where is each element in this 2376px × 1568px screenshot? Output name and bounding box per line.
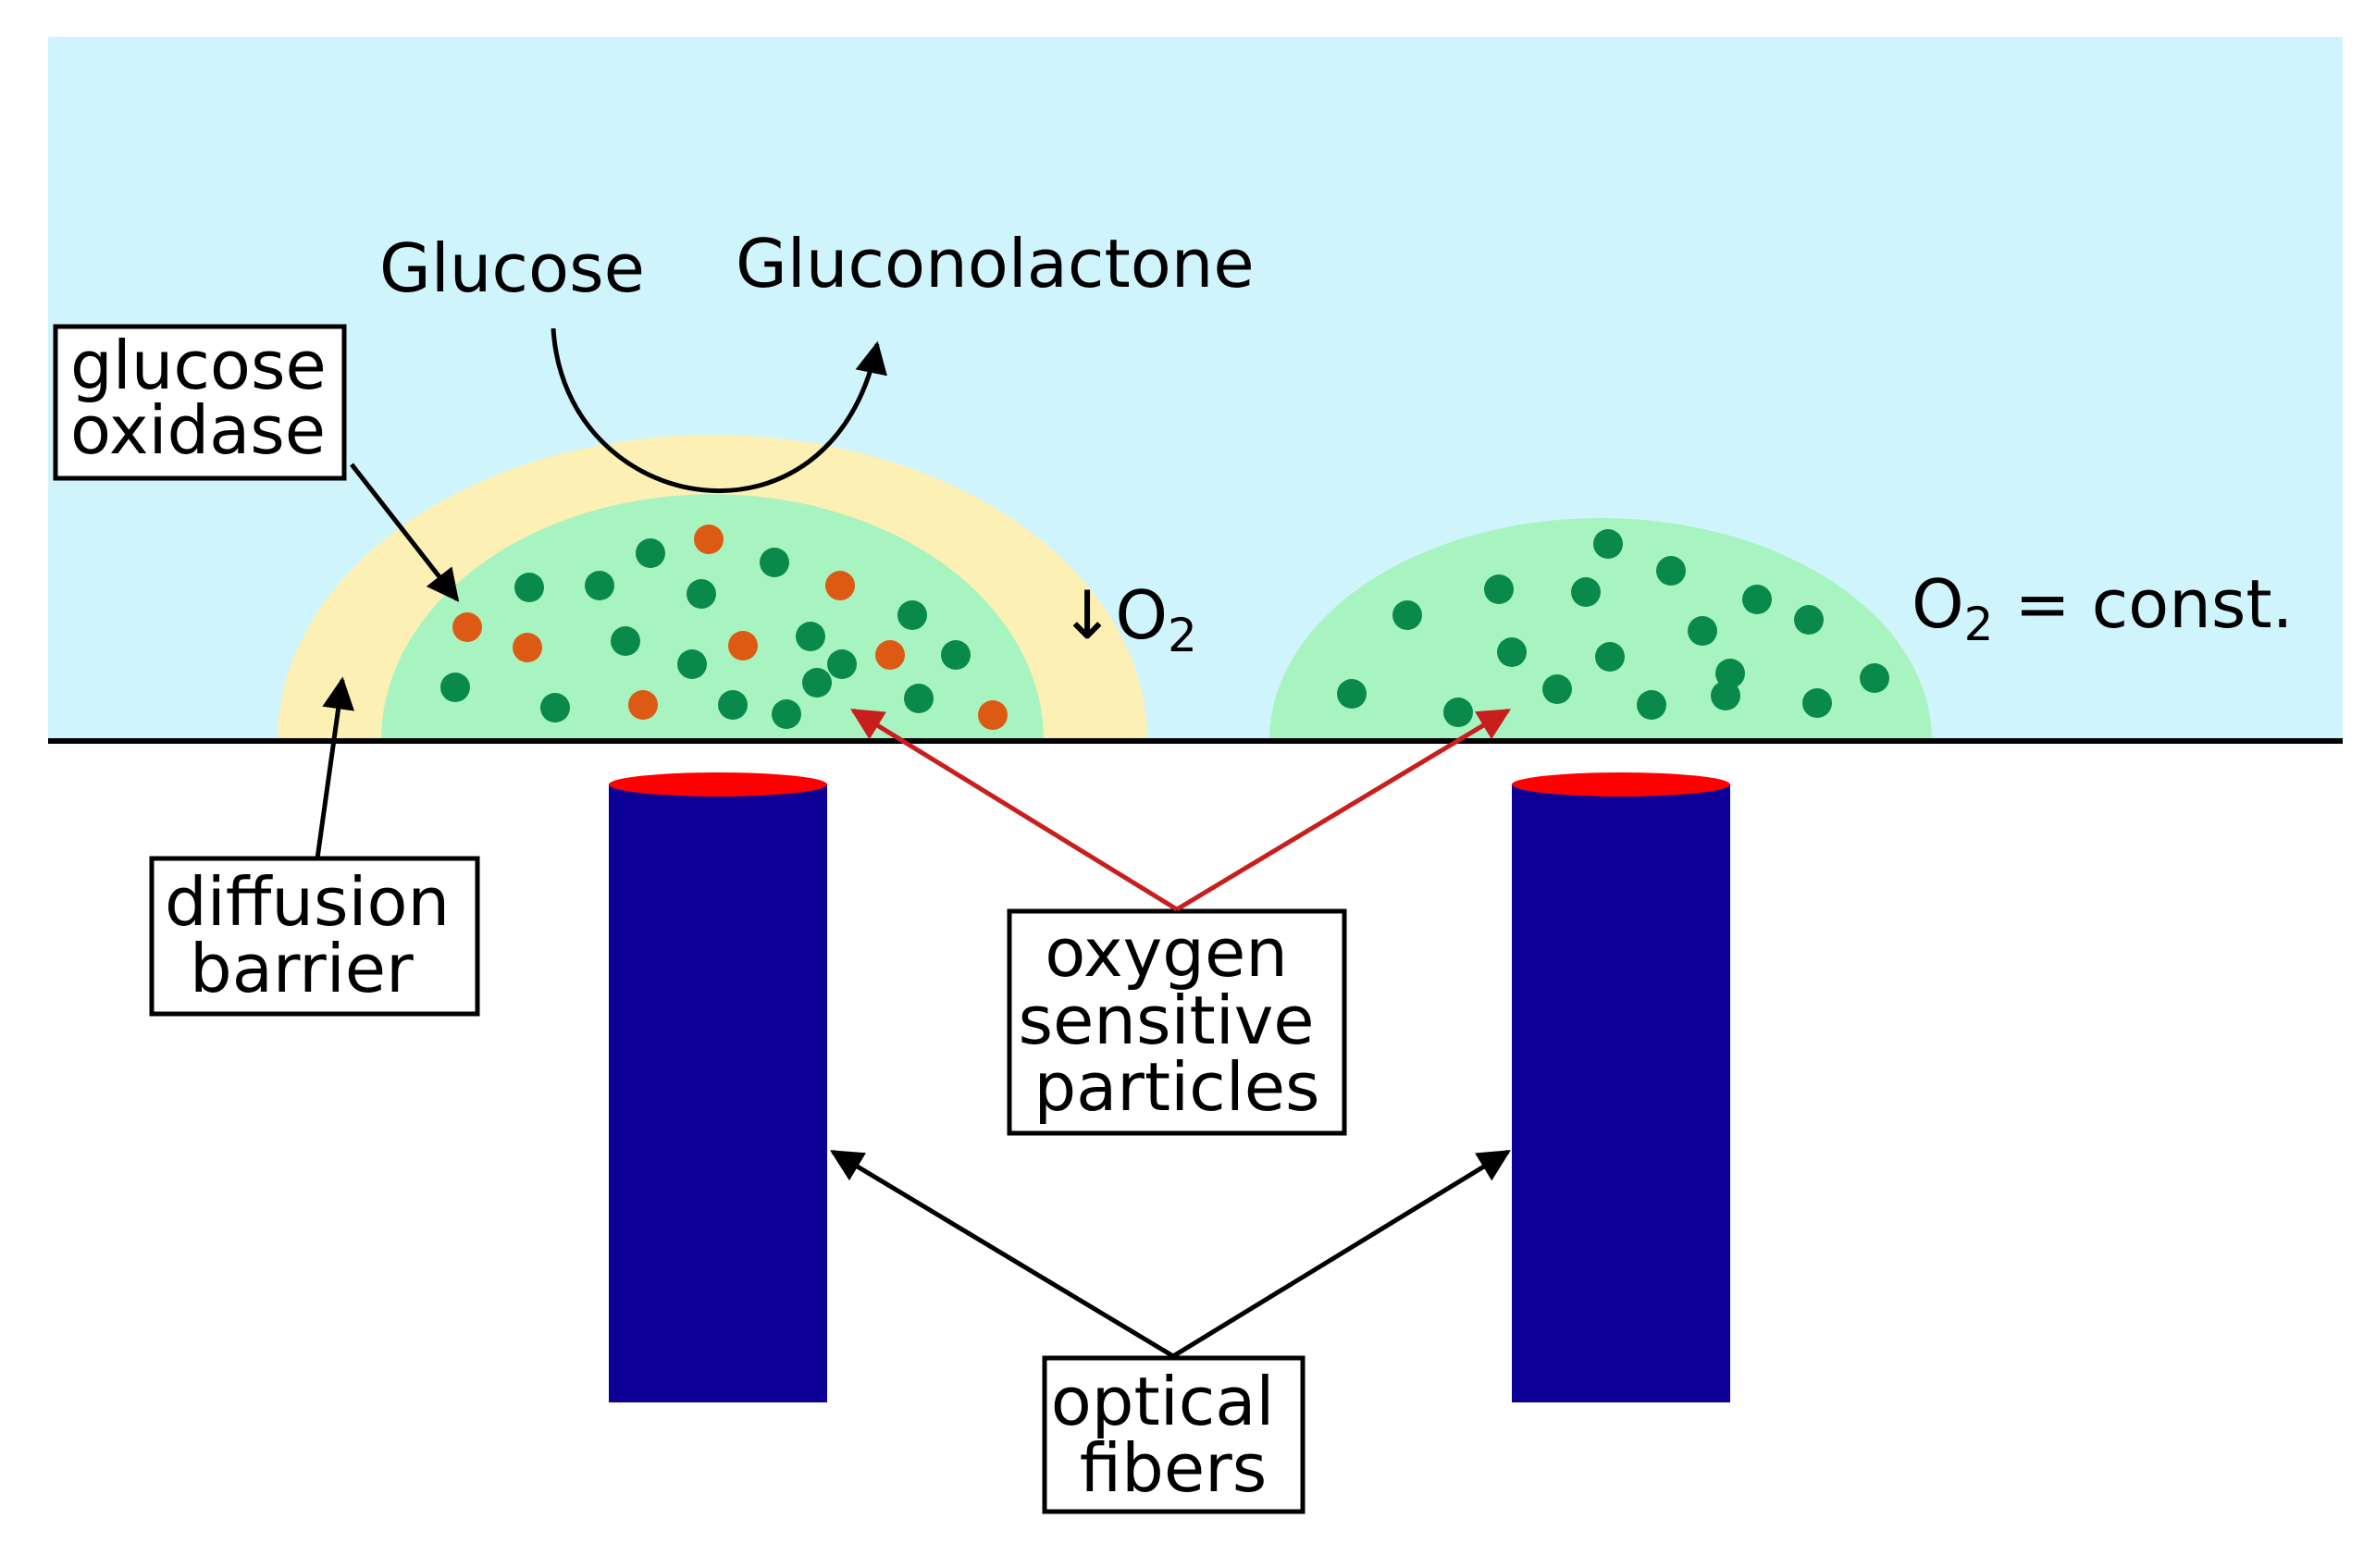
enzyme-particle [628,690,658,720]
oxygen-sensitive-particle [1742,585,1772,614]
oxygen-sensitive-particle [611,626,640,656]
oxygen-sensitive-particle [440,673,470,702]
enzyme-particle [694,525,724,554]
particles-left-group [440,525,1008,730]
particles-pointer-arrow-right [1175,708,1512,912]
oxygen-sensitive-particle [1497,637,1527,667]
oxygen-sensitive-particle [585,571,614,600]
enzyme-particle [728,631,758,661]
oxygen-particles-label: oxygen sensitive particles [1019,914,1336,1126]
fibers-pointer-arrow-right [1171,1149,1511,1359]
oxygen-particles-box [1007,908,1347,1136]
oxygen-sensitive-particle [897,600,927,630]
optical-fiber-left [609,772,827,1402]
oxygen-sensitive-particle [677,649,707,679]
oxygen-sensitive-particle [827,649,857,679]
oxygen-sensitive-particle [1637,690,1666,720]
enzyme-particle [452,612,482,642]
oxygen-sensitive-particle [772,699,801,729]
enzyme-particle [978,700,1008,730]
enzyme-particle [825,571,855,600]
glucose-oxidase-box [53,324,347,481]
oxygen-sensitive-particle [514,573,544,602]
oxygen-sensitive-particle [904,684,934,713]
fibers-pointer-arrow-left [829,1149,1175,1359]
sensor-matrix-right [1269,518,1932,740]
oxygen-sensitive-particle [1443,698,1473,727]
diffusion-barrier-box [149,856,480,1017]
oxygen-sensitive-particle [1688,616,1717,646]
oxygen-sensitive-particle [796,622,825,651]
oxygen-sensitive-particle [1794,605,1824,635]
oxygen-sensitive-particle [1711,681,1740,710]
oxygen-sensitive-particle [1595,642,1625,672]
gluconolactone-label: Gluconolactone [736,225,1255,302]
oxygen-sensitive-particle [760,548,789,577]
oxygen-sensitive-particle [1337,679,1367,709]
oxygen-sensitive-particle [687,579,716,609]
reaction-arrow [551,327,887,494]
diffusion-barrier-label: diffusion barrier [165,863,471,1007]
oxygen-sensitive-particle [1656,556,1686,586]
particles-pointer-arrow-left [850,708,1179,912]
oxygen-sensitive-particle [1542,674,1572,704]
sensor-matrix-left [381,494,1044,740]
oxygen-decreasing-label: ↓O2 [1059,576,1197,662]
oxygen-sensitive-particle [1392,600,1422,630]
fiber-tip-left [609,772,827,796]
oxygen-sensitive-particle [718,690,748,720]
enzyme-pointer-arrow [350,463,460,602]
oxygen-sensitive-particle [941,640,971,670]
oxygen-sensitive-particle [1593,529,1623,559]
oxygen-sensitive-particle [1484,574,1514,604]
oxygen-sensitive-particle [540,693,570,722]
oxygen-sensitive-particle [1571,577,1601,607]
enzyme-particle [513,633,542,662]
optical-fibers-box [1042,1355,1306,1514]
particles-right-group [1337,529,1889,727]
fiber-tip-right [1512,772,1730,796]
glucose-oxidase-label: glucose oxidase [70,327,348,469]
oxygen-sensitive-particle [1860,663,1889,693]
oxygen-sensitive-particle [636,538,665,568]
enzyme-particle [875,640,905,670]
oxygen-sensitive-particle [1715,659,1745,688]
optical-fibers-label: optical fibers [1051,1363,1296,1507]
oxygen-sensitive-particle [802,668,832,698]
oxygen-sensitive-particle [1802,688,1832,718]
glucose-label: Glucose [379,229,645,307]
optical-fiber-right [1512,772,1730,1402]
oxygen-constant-label: O2 = const. [1912,565,2293,651]
barrier-pointer-arrow [315,676,354,859]
